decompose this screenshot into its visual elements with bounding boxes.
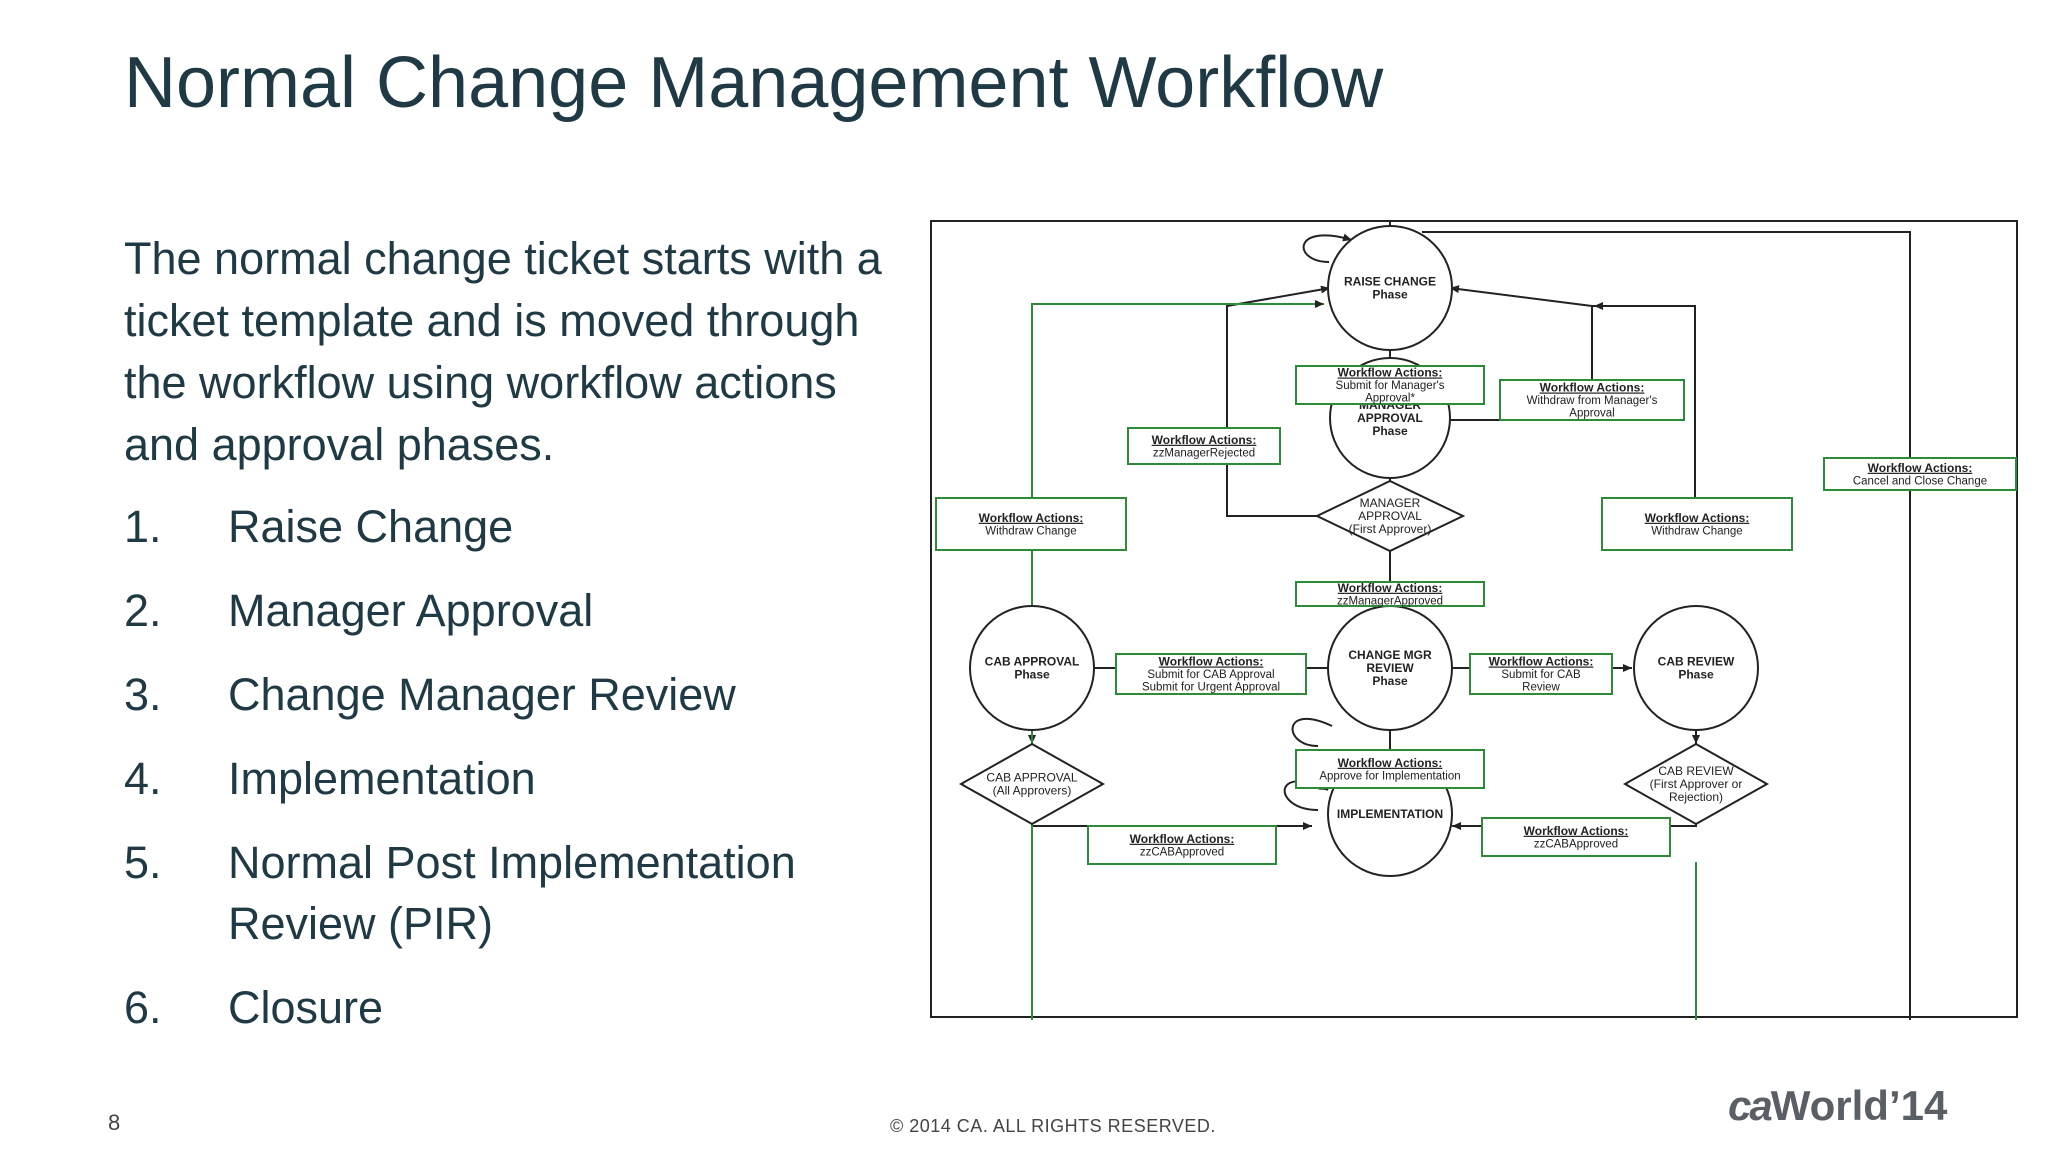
connector-line — [1226, 285, 1331, 517]
list-text: Manager Approval — [228, 585, 594, 636]
phase-node-label: CAB APPROVAL — [985, 655, 1080, 669]
workflow-action-manager_rejected — [1127, 427, 1281, 465]
connector-line — [1302, 233, 1353, 263]
workflow-action-heading: Workflow Actions: — [1338, 756, 1443, 770]
workflow-action-heading: Workflow Actions: — [1152, 433, 1257, 447]
workflow-action-heading: Workflow Actions: — [979, 511, 1084, 525]
phase-node-label: CHANGE MGR — [1348, 648, 1432, 662]
phase-node-raise — [1327, 225, 1453, 351]
workflow-action-label: Submit for Manager's — [1336, 380, 1445, 392]
workflow-action-label: Cancel and Close Change — [1853, 475, 1987, 487]
decision-node-label: (First Approver or — [1650, 777, 1743, 791]
list-item: 4. Implementation — [124, 748, 944, 809]
workflow-action-submit_cab_approval — [1115, 653, 1307, 695]
workflow-action-label: Submit for CAB — [1501, 669, 1581, 681]
workflow-action-withdraw_manager — [1499, 379, 1685, 421]
workflow-action-label: Withdraw from Manager's — [1527, 395, 1658, 407]
list-number: 4. — [124, 753, 162, 804]
decision-node-label: CAB REVIEW — [1658, 764, 1734, 778]
workflow-action-label: Review — [1522, 682, 1560, 694]
slide-title: Normal Change Management Workflow — [124, 43, 1384, 123]
connector-line — [1291, 718, 1333, 747]
phase-node-label: CAB REVIEW — [1658, 655, 1735, 669]
list-text: Implementation — [228, 753, 536, 804]
workflow-action-label: Approve for Implementation — [1319, 770, 1460, 782]
list-number: 1. — [124, 501, 162, 552]
list-number: 3. — [124, 669, 162, 720]
phase-node-cabreview — [1633, 605, 1759, 731]
decision-node-label: CAB APPROVAL — [986, 771, 1077, 785]
workflow-action-heading: Workflow Actions: — [1159, 655, 1264, 669]
workflow-diagram-svg: RAISE CHANGEPhaseMANAGERAPPROVALPhaseMAN… — [935, 222, 2017, 1020]
phase-node-label: Phase — [1678, 668, 1714, 682]
phase-node-label: APPROVAL — [1357, 411, 1423, 425]
workflow-action-cab_approved_left — [1087, 825, 1277, 865]
list-number: 2. — [124, 585, 162, 636]
workflow-action-heading: Workflow Actions: — [1489, 655, 1594, 669]
list-item: 6. Closure — [124, 977, 944, 1038]
list-text: Closure — [228, 982, 384, 1033]
phase-node-label: Phase — [1014, 668, 1050, 682]
workflow-action-heading: Workflow Actions: — [1868, 461, 1973, 475]
workflow-action-heading: Workflow Actions: — [1524, 824, 1629, 838]
phase-node-label: Phase — [1372, 288, 1408, 302]
workflow-action-label: Submit for CAB Approval — [1147, 669, 1274, 681]
workflow-action-label: zzCABApproved — [1140, 846, 1224, 858]
list-number: 6. — [124, 982, 162, 1033]
workflow-action-cancel_close — [1823, 457, 2017, 491]
decision-node-label: (All Approvers) — [993, 784, 1072, 798]
workflow-action-withdraw_right — [1601, 497, 1793, 551]
list-text: Normal Post Implementation Review (PIR) — [228, 837, 796, 949]
decision-node-cabapproval — [958, 742, 1106, 826]
phase-node-label: IMPLEMENTATION — [1337, 807, 1443, 821]
workflow-action-heading: Workflow Actions: — [1338, 581, 1443, 595]
workflow-action-cab_approved_right — [1481, 817, 1671, 857]
ca-world-logo: caWorld’14 — [1728, 1082, 1948, 1129]
workflow-action-label: zzManagerApproved — [1337, 595, 1443, 607]
workflow-action-manager_approved — [1295, 581, 1485, 607]
decision-node-manager — [1314, 479, 1466, 553]
connector-line — [1031, 814, 1312, 830]
list-item: 3. Change Manager Review — [124, 664, 944, 725]
list-text: Change Manager Review — [228, 669, 736, 720]
workflow-action-heading: Workflow Actions: — [1540, 381, 1645, 395]
list-text: Raise Change — [228, 501, 514, 552]
workflow-action-heading: Workflow Actions: — [1338, 366, 1443, 380]
phase-node-cabapproval — [969, 605, 1095, 731]
intro-paragraph: The normal change ticket starts with a t… — [124, 233, 882, 470]
workflow-action-label: Withdraw Change — [1651, 525, 1742, 537]
workflow-action-submit_cab_review — [1469, 653, 1613, 695]
workflow-action-label: Approval* — [1365, 393, 1415, 405]
workflow-action-label: zzCABApproved — [1534, 838, 1618, 850]
workflow-action-label: Approval — [1569, 408, 1614, 420]
workflow-action-label: Withdraw Change — [985, 525, 1076, 537]
phase-list: 1. Raise Change 2. Manager Approval 3. Chan… — [124, 496, 944, 1061]
list-item: 2. Manager Approval — [124, 580, 944, 641]
connector-line — [1422, 231, 1911, 1020]
workflow-action-approve_impl — [1295, 749, 1485, 789]
phase-node-label: REVIEW — [1366, 661, 1414, 675]
list-number: 5. — [124, 837, 162, 888]
decision-node-label: APPROVAL — [1358, 509, 1422, 523]
workflow-action-heading: Workflow Actions: — [1645, 511, 1750, 525]
list-item: 1. Raise Change — [124, 496, 944, 557]
workflow-action-heading: Workflow Actions: — [1130, 832, 1235, 846]
workflow-action-label: zzManagerRejected — [1153, 447, 1255, 459]
decision-node-label: (First Approver) — [1349, 522, 1432, 536]
decision-node-cabreview — [1622, 742, 1770, 826]
workflow-action-submit_manager — [1295, 365, 1485, 405]
copyright-notice: © 2014 CA. ALL RIGHTS RESERVED. — [890, 1116, 1216, 1136]
workflow-action-label: Submit for Urgent Approval — [1142, 682, 1280, 694]
phase-node-label: Phase — [1372, 674, 1408, 688]
phase-node-label: Phase — [1372, 424, 1408, 438]
workflow-action-withdraw_left — [935, 497, 1127, 551]
decision-node-label: Rejection) — [1669, 790, 1723, 804]
decision-node-label: MANAGER — [1360, 496, 1421, 510]
page-number: 8 — [108, 1110, 121, 1135]
phase-node-label: RAISE CHANGE — [1344, 275, 1436, 289]
list-item: 5. Normal Post Implementation Review (PIR… — [124, 832, 944, 954]
